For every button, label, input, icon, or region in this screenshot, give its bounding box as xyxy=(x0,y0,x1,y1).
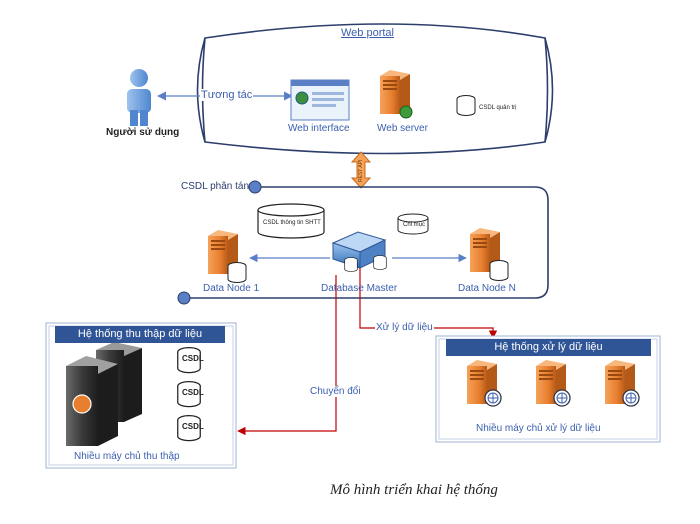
collection-db-1-label: CSDL xyxy=(182,354,204,363)
ip-info-db-icon xyxy=(257,203,325,239)
index-db-icon xyxy=(397,213,429,235)
collector-server-front-icon xyxy=(66,356,118,446)
processing-server-3-icon xyxy=(605,360,640,407)
collection-servers-label: Nhiều máy chủ thu thập xyxy=(74,451,180,462)
convert-flow-arrow xyxy=(237,275,337,436)
database-master-label: Database Master xyxy=(321,283,398,294)
data-node-1-label: Data Node 1 xyxy=(203,283,260,294)
processing-servers-label: Nhiều máy chủ xử lý dữ liệu xyxy=(476,423,601,434)
database-master-icon xyxy=(331,231,387,272)
web-interface-label: Web interface xyxy=(288,123,350,134)
rest-api-label: REST API xyxy=(358,159,364,182)
data-node-1-icon xyxy=(208,230,247,283)
web-server-label: Web server xyxy=(377,123,428,134)
interaction-label: Tương tác xyxy=(200,89,254,101)
distributed-db-boundary xyxy=(188,186,549,299)
processing-panel-title: Hệ thống xử lý dữ liệu xyxy=(446,339,651,356)
data-node-n-label: Data Node N xyxy=(458,283,516,294)
collection-db-2-label: CSDL xyxy=(182,388,204,397)
web-portal-title: Web portal xyxy=(341,27,394,39)
web-interface-icon xyxy=(290,79,350,121)
data-node-n-icon xyxy=(470,228,509,281)
collection-panel-title: Hệ thống thu thập dữ liệu xyxy=(55,326,225,343)
collection-db-3-label: CSDL xyxy=(182,422,204,431)
admin-db-label: CSDL quản trị xyxy=(479,105,517,111)
process-flow-label: Xử lý dữ liệu xyxy=(375,322,434,333)
processing-server-2-icon xyxy=(536,360,571,407)
diagram-caption: Mô hình triển khai hệ thống xyxy=(330,482,498,498)
rest-api-arrow xyxy=(350,151,372,189)
distributed-db-title: CSDL phân tán xyxy=(181,181,250,192)
user-icon xyxy=(127,69,151,126)
processing-server-1-icon xyxy=(467,360,502,407)
admin-db-icon xyxy=(456,95,476,116)
user-label: Người sử dụng xyxy=(106,127,180,138)
web-server-icon xyxy=(380,70,413,119)
ip-info-db-label: CSDL thông tin SHTT xyxy=(263,220,321,226)
convert-flow-label: Chuyển đổi xyxy=(309,386,362,397)
index-db-label: Chỉ mục xyxy=(403,222,426,228)
